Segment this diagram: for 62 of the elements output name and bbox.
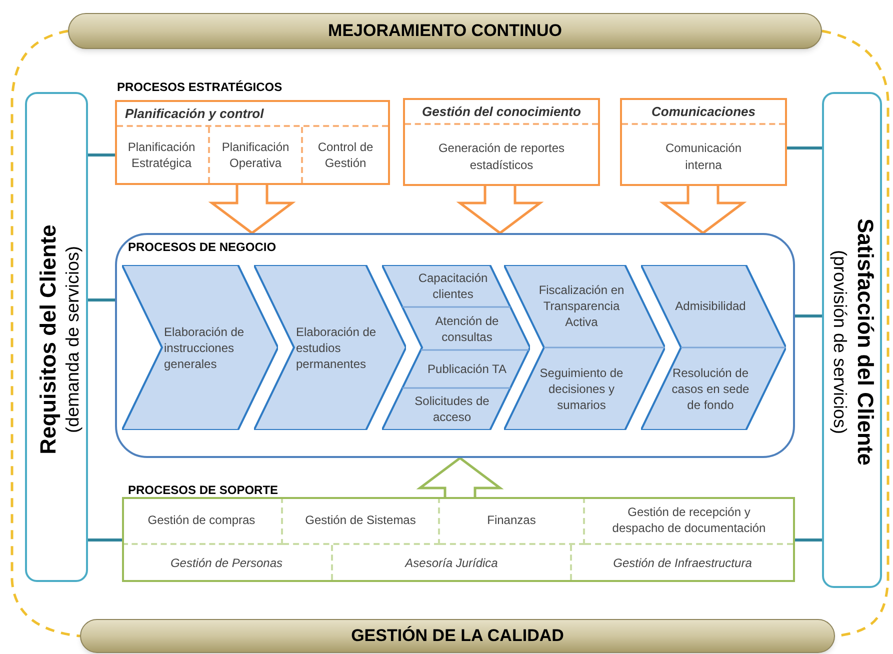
section-heading: PROCESOS DE SOPORTE xyxy=(128,482,278,499)
section-heading: PROCESOS ESTRATÉGICOS xyxy=(117,79,282,96)
value-chain-step xyxy=(254,265,406,430)
value-chain-step xyxy=(122,265,278,430)
side-panel xyxy=(822,92,882,588)
group-heading: Comunicaciones xyxy=(622,100,785,125)
process-group-box xyxy=(403,98,600,186)
connector-line xyxy=(787,146,822,150)
banner-title: MEJORAMIENTO CONTINUO xyxy=(328,20,562,42)
dashed-cycle-arc xyxy=(10,30,80,638)
connector-line xyxy=(795,314,822,318)
process-name: Publicación TA xyxy=(426,361,508,377)
process-name: Gestión de Personas xyxy=(170,554,283,570)
process-name: Atención de consultas xyxy=(434,312,500,344)
connector-line xyxy=(88,154,115,156)
process-name: Gestión de recepción y despacho de documentación xyxy=(611,504,767,536)
value-chain-step xyxy=(382,265,530,430)
process-cell xyxy=(124,499,283,545)
process-name: Capacitación clientes xyxy=(417,270,489,302)
process-name: Planificación Estratégica xyxy=(126,139,196,171)
process-name: Gestión de Sistemas xyxy=(305,512,416,528)
dashed-cycle-arc xyxy=(822,30,890,638)
title-banner xyxy=(68,13,822,49)
panel-subtitle: (provisión de servicios) xyxy=(829,250,852,434)
process-name: Seguimiento de decisiones y sumarios xyxy=(538,364,624,413)
panel-subtitle: (demanda de servicios) xyxy=(61,245,84,433)
process-name: Fiscalización en Transparencia Activa xyxy=(538,282,626,330)
process-cell xyxy=(283,499,440,545)
connector-line xyxy=(795,538,822,542)
process-name: Solicitudes de acceso xyxy=(414,393,490,425)
block-arrow xyxy=(208,184,296,235)
process-name: Resolución de casos en sede de fondo xyxy=(670,364,750,413)
process-group-box xyxy=(620,98,787,186)
process-name: Comunicación interna xyxy=(664,140,743,174)
process-name: Gestión de Infraestructura xyxy=(613,554,752,570)
process-name: Control de Gestión xyxy=(316,139,374,171)
process-name: Elaboración de estudios permanentes xyxy=(296,324,378,372)
process-name: Finanzas xyxy=(487,512,536,528)
support-box xyxy=(122,497,795,582)
process-group-box xyxy=(115,100,390,185)
block-arrow xyxy=(416,456,504,498)
connector-line xyxy=(88,538,122,542)
connector-line xyxy=(88,298,115,302)
block-arrow xyxy=(456,184,544,235)
block-arrow xyxy=(659,184,747,235)
process-name: Admisibilidad xyxy=(674,298,747,314)
section-heading: PROCESOS DE NEGOCIO xyxy=(128,239,276,256)
side-panel xyxy=(25,92,88,582)
process-name: Planificación Operativa xyxy=(220,139,290,171)
process-name: Gestión de compras xyxy=(148,512,256,528)
title-banner xyxy=(80,619,835,653)
panel-title: Requisitos del Cliente xyxy=(34,224,61,454)
process-cell xyxy=(440,499,585,545)
value-chain-step xyxy=(641,265,786,430)
banner-title: GESTIÓN DE LA CALIDAD xyxy=(351,625,564,648)
group-heading: Planificación y control xyxy=(117,102,388,127)
process-name: Elaboración de instrucciones generales xyxy=(164,324,246,372)
process-container xyxy=(115,233,795,458)
process-name: Asesoría Jurídica xyxy=(405,554,498,570)
group-heading: Gestión del conocimiento xyxy=(405,100,598,125)
process-name: Generación de reportes estadísticos xyxy=(437,140,566,174)
panel-title: Satisfacción del Cliente xyxy=(852,218,879,466)
